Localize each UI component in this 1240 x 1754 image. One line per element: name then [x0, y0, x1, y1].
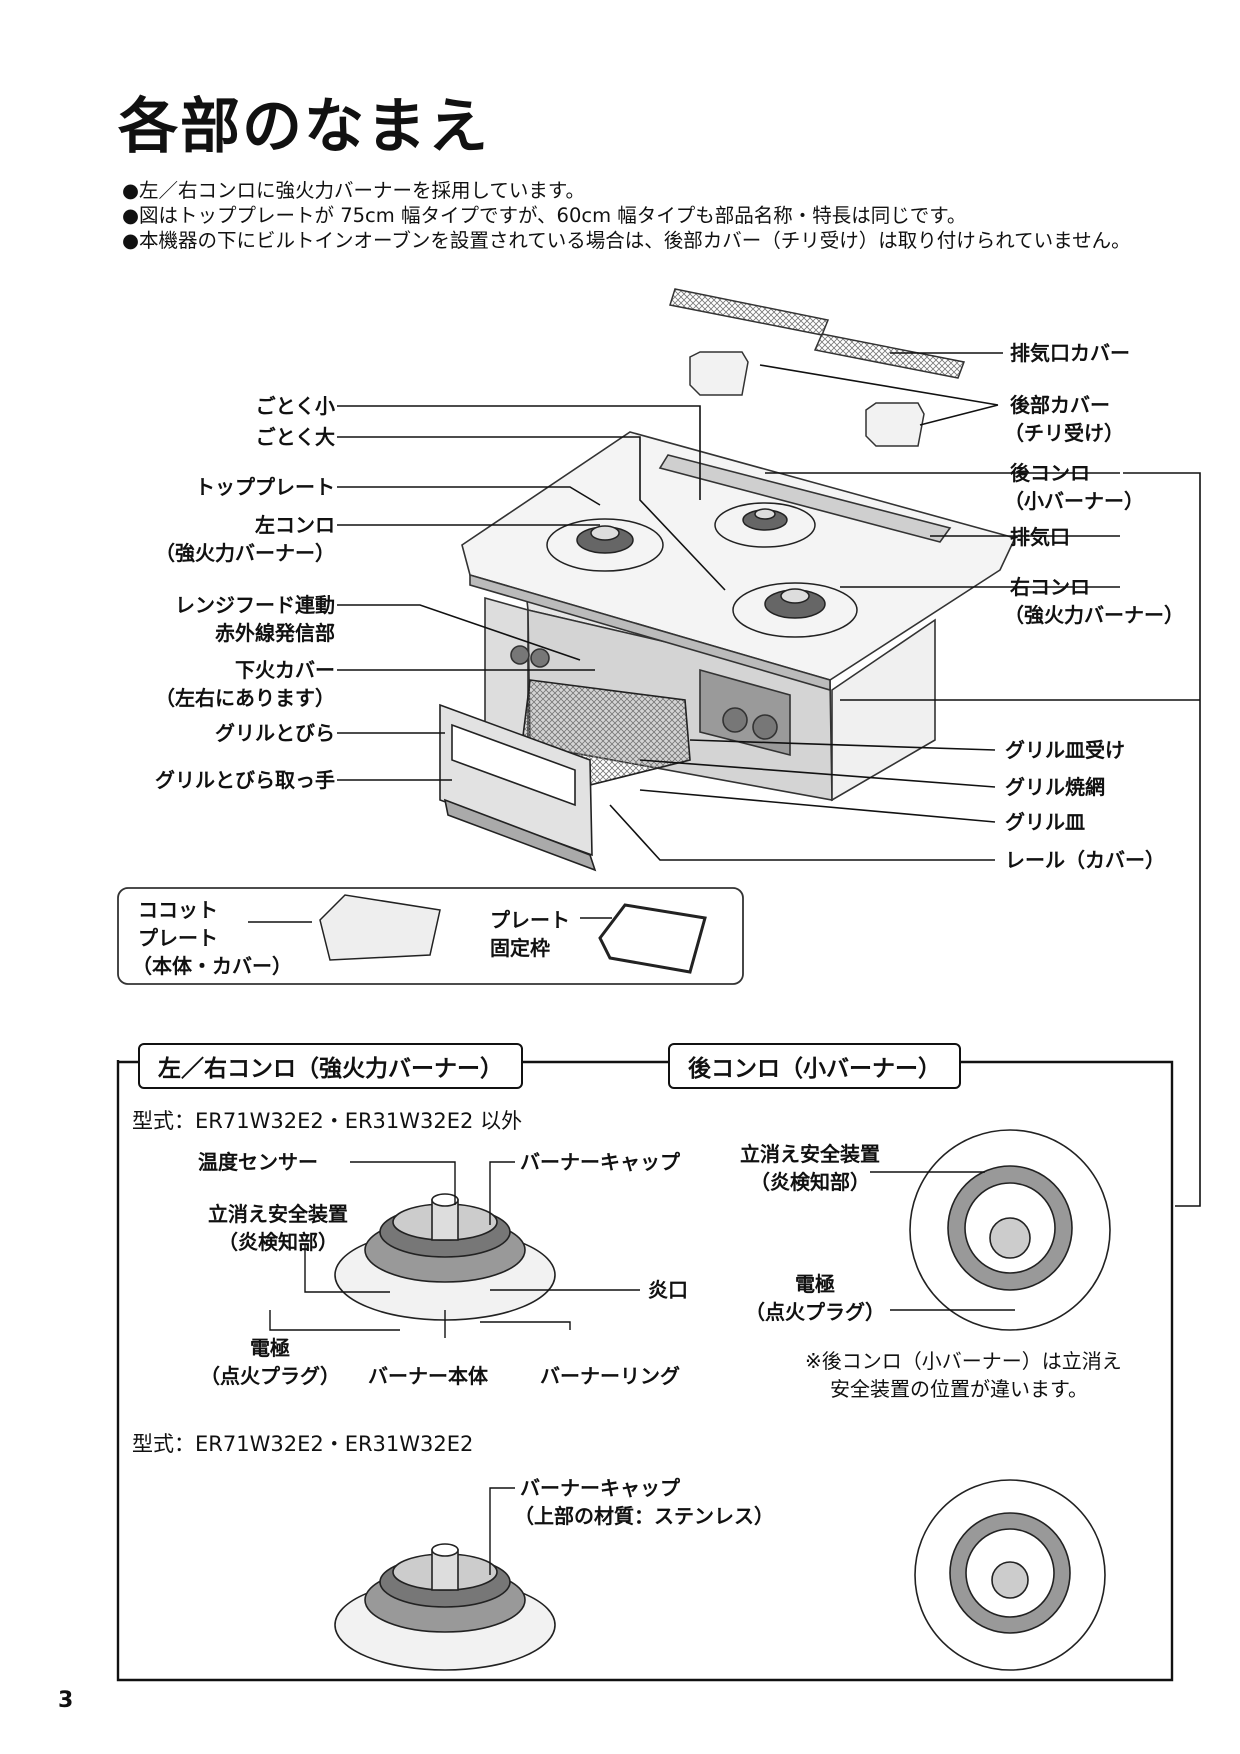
label-safety-device: 立消え安全装置: [208, 1202, 348, 1226]
label-plate-frame-2: 固定枠: [490, 936, 550, 960]
label-grill-door-handle: グリルとびら取っ手: [155, 768, 335, 792]
label-safety-device-sub: （炎検知部）: [218, 1230, 338, 1254]
label-flame-port: 炎口: [648, 1278, 688, 1302]
page-number: 3: [58, 1688, 74, 1713]
label-exhaust: 排気口: [1010, 525, 1070, 549]
burner-detail-illustration: [334, 1193, 556, 1321]
label-burner-cap-2-sub: （上部の材質：ステンレス）: [514, 1504, 774, 1528]
label-temp-sensor: 温度センサー: [198, 1150, 318, 1174]
page-title: 各部のなまえ: [118, 92, 490, 162]
leader-lines: [337, 352, 1201, 1207]
label-plate-frame: プレート: [490, 908, 570, 932]
label-left-burner-sub: （強火力バーナー）: [155, 541, 335, 565]
label-grill-pan-holder: グリル皿受け: [1005, 738, 1125, 762]
label-cocotte-2: プレート: [138, 926, 218, 950]
label-right-burner-sub: （強火力バーナー）: [1004, 603, 1184, 627]
tab-left-right-burner: 左／右コンロ（強火力バーナー）: [138, 1043, 523, 1089]
rear-burner-top-view: [909, 1129, 1111, 1331]
label-grill-net: グリル焼網: [1005, 775, 1105, 799]
note-item: ●本機器の下にビルトインオーブンを設置されている場合は、後部カバー（チリ受け）は…: [122, 229, 1131, 252]
label-left-burner: 左コンロ: [255, 513, 335, 537]
label-lower-fire-cover: 下火カバー: [235, 658, 335, 682]
label-grill-pan: グリル皿: [1005, 810, 1085, 834]
notes-list: ●左／右コンロに強火力バーナーを採用しています。 ●図はトッププレートが 75c…: [122, 178, 1182, 253]
label-rear-electrode: 電極: [795, 1272, 835, 1296]
label-burner-ring: バーナーリング: [540, 1364, 680, 1388]
label-cocotte: ココット: [138, 898, 218, 922]
label-rear-cover-sub: （チリ受け）: [1004, 421, 1124, 445]
accessories-box: [117, 887, 744, 985]
rear-burner-top-view-2: [914, 1479, 1106, 1671]
label-cocotte-sub: （本体・カバー）: [132, 954, 292, 978]
model-label-2: 型式：ER71W32E2・ER31W32E2: [132, 1432, 474, 1456]
label-gotoku-small: ごとく小: [255, 394, 335, 418]
label-rear-safety-device: 立消え安全装置: [740, 1142, 880, 1166]
label-rear-cover: 後部カバー: [1010, 393, 1110, 417]
cooktop-illustration: [461, 431, 1017, 802]
label-rear-electrode-sub: （点火プラグ）: [745, 1300, 885, 1324]
rear-cover-illustration: [689, 351, 925, 447]
label-burner-body: バーナー本体: [368, 1364, 488, 1388]
rear-note-line-2: 安全装置の位置が違います。: [830, 1377, 1088, 1401]
label-electrode-sub: （点火プラグ）: [200, 1364, 340, 1388]
label-range-hood-sub: 赤外線発信部: [215, 621, 335, 645]
label-top-plate: トッププレート: [195, 475, 335, 499]
label-burner-cap-2: バーナーキャップ: [520, 1476, 680, 1500]
note-item: ●左／右コンロに強火力バーナーを採用しています。: [122, 179, 585, 202]
label-burner-cap: バーナーキャップ: [520, 1150, 680, 1174]
label-rear-burner: 後コンロ: [1010, 461, 1090, 485]
note-item: ●図はトッププレートが 75cm 幅タイプですが、60cm 幅タイプも部品名称・…: [122, 204, 967, 227]
tab-rear-burner: 後コンロ（小バーナー）: [668, 1043, 961, 1089]
grill-illustration: [439, 679, 691, 872]
label-electrode: 電極: [250, 1336, 290, 1360]
label-rear-safety-device-sub: （炎検知部）: [750, 1170, 870, 1194]
label-gotoku-large: ごとく大: [255, 425, 335, 449]
label-range-hood: レンジフード連動: [175, 593, 335, 617]
label-rear-burner-sub: （小バーナー）: [1004, 489, 1144, 513]
rear-note-line-1: ※後コンロ（小バーナー）は立消え: [805, 1349, 1122, 1373]
cooktop-burners: [546, 502, 858, 638]
model-label-1: 型式：ER71W32E2・ER31W32E2 以外: [132, 1109, 523, 1133]
detail-leader-lines: [269, 1161, 1015, 1575]
label-grill-door: グリルとびら: [215, 721, 335, 745]
label-rail: レール（カバー）: [1005, 848, 1165, 872]
burner-detail-illustration-2: [334, 1543, 556, 1671]
label-right-burner: 右コンロ: [1010, 575, 1090, 599]
label-lower-fire-cover-sub: （左右にあります）: [155, 686, 335, 710]
label-exhaust-cover: 排気口カバー: [1010, 341, 1130, 365]
